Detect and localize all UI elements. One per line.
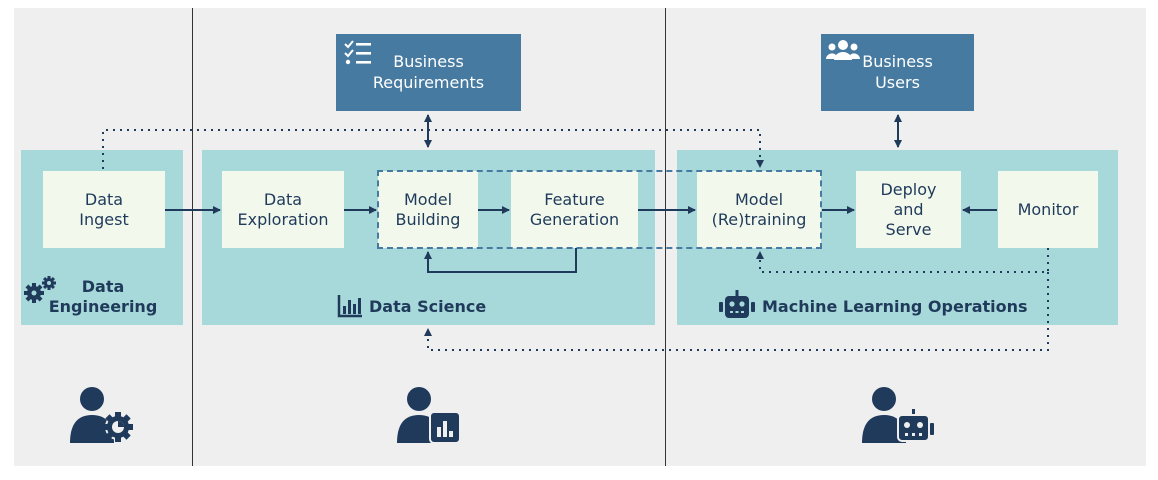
divider-line-2 [665, 8, 666, 466]
gears-icon [24, 276, 56, 303]
robot-icon [719, 290, 755, 318]
business-users-label: Business Users [862, 52, 933, 92]
data-ingest-box: Data Ingest [43, 171, 165, 248]
business-users-box: Business Users [821, 34, 974, 111]
engineer-person-icon [70, 387, 133, 443]
mlops-label: Machine Learning Operations [762, 297, 1028, 316]
feature-generation-box: Feature Generation [511, 171, 638, 248]
model-building-box: Model Building [378, 171, 478, 248]
data-exploration-box: Data Exploration [222, 171, 344, 248]
data-science-label: Data Science [369, 297, 487, 316]
bar-chart-icon [337, 295, 362, 318]
monitor-box: Monitor [998, 171, 1098, 248]
business-requirements-label: Business Requirements [372, 52, 485, 92]
business-requirements-box: Business Requirements [336, 34, 521, 111]
model-loop-group [377, 170, 822, 249]
data-engineering-label: Data Engineering [48, 277, 158, 316]
users-icon [826, 40, 860, 60]
model-retraining-box: Model (Re)training [697, 171, 821, 248]
deploy-serve-box: Deploy and Serve [856, 171, 961, 248]
checklist-icon [344, 40, 371, 65]
scientist-person-icon [397, 387, 461, 444]
divider-line-1 [192, 8, 193, 466]
ml-engineer-person-icon [862, 387, 934, 443]
